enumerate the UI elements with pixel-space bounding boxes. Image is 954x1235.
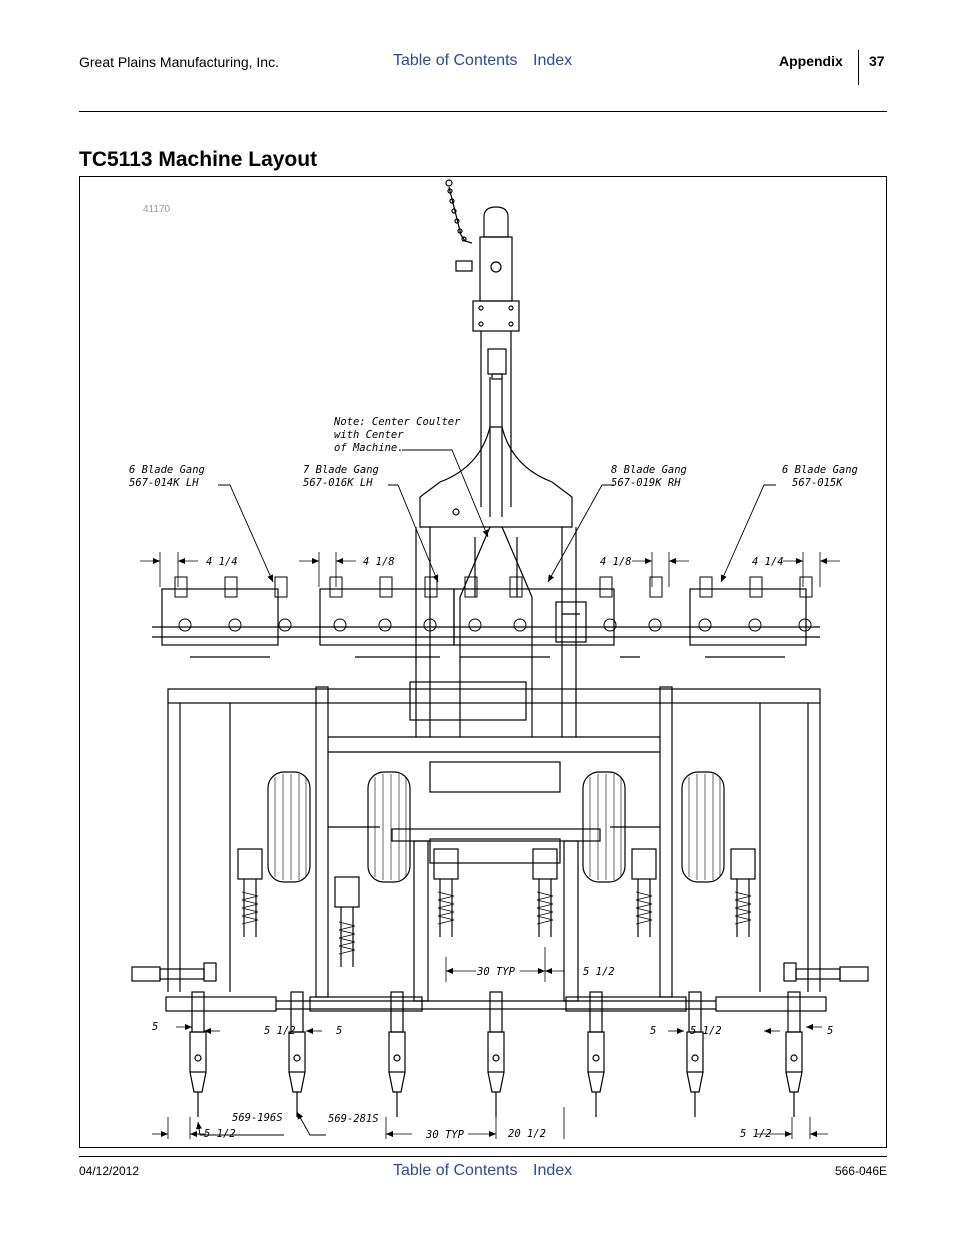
footer-toc-link[interactable]: Table of Contents (393, 1162, 518, 1179)
offset-upper: 5 1/2 (583, 966, 615, 978)
gang-1-part: 567-014K LH (129, 477, 199, 489)
gang-4-spacing: 4 1/4 (752, 556, 784, 568)
dim-left-5: 5 (152, 1021, 158, 1033)
dim-bottom-right-5-half: 5 1/2 (740, 1128, 772, 1140)
row-spacing-labels: 30 TYP 5 1/2 5 5 1/2 5 5 5 1/2 5 5 1/2 3… (152, 966, 833, 1141)
page-title: TC5113 Machine Layout (79, 148, 318, 171)
header-toc-link[interactable]: Table of Contents (393, 52, 518, 69)
company-name: Great Plains Manufacturing, Inc. (79, 54, 279, 70)
note-line-2: with Center (334, 429, 404, 441)
dim-right-5: 5 (827, 1025, 833, 1037)
machine-layout-figure: 41170 (79, 176, 887, 1148)
part-shank-left: 569-196S (232, 1112, 283, 1124)
gang-2-name: 7 Blade Gang (303, 464, 379, 476)
rear-toolbar (131, 962, 869, 1012)
center-offset: 20 1/2 (508, 1128, 546, 1140)
footer-rule (79, 1156, 887, 1157)
gang-3-name: 8 Blade Gang (611, 464, 687, 476)
footer-date: 04/12/2012 (79, 1164, 140, 1178)
gang-spacing-dims (140, 552, 840, 587)
gang-3-part: 567-019K RH (611, 477, 681, 489)
gang-3-spacing: 4 1/8 (600, 556, 632, 568)
row-spacing-upper: 30 TYP (476, 966, 516, 978)
tongue-hitch (455, 206, 520, 380)
transport-wheels (267, 771, 725, 883)
gang-4-part: 567-015K (792, 477, 843, 489)
hitch-chain (445, 179, 473, 244)
dim-right-inner-5: 5 (650, 1025, 656, 1037)
dim-right-5-half: 5 1/2 (690, 1025, 722, 1037)
note-line-3: of Machine. (334, 442, 404, 454)
footer-doc-number: 566-046E (834, 1164, 887, 1178)
row-spacing-lower: 30 TYP (425, 1129, 465, 1141)
note-line-1: Note: Center Coulter (333, 416, 461, 428)
coulter-gangs (152, 576, 820, 658)
page-number: 37 (869, 53, 885, 69)
dim-left-inner-5: 5 (336, 1025, 342, 1037)
gang-1-spacing: 4 1/4 (206, 556, 238, 568)
spring-shank-assemblies (237, 848, 756, 967)
leader-lines (196, 449, 776, 1136)
rear-shanks (189, 991, 803, 1117)
header-rule (79, 111, 887, 112)
dim-left-5-half: 5 1/2 (264, 1025, 296, 1037)
section-name: Appendix (779, 53, 843, 69)
gang-4-name: 6 Blade Gang (782, 464, 858, 476)
header-divider (858, 50, 859, 85)
note-callout: Note: Center Coulter with Center of Mach… (333, 416, 461, 454)
figure-id: 41170 (143, 204, 171, 215)
row-spacing-dims (152, 947, 828, 1139)
part-shank-center: 569-281S (328, 1113, 379, 1125)
gang-2-spacing: 4 1/8 (363, 556, 395, 568)
machine-outline (131, 179, 869, 1117)
footer-index-link[interactable]: Index (533, 1162, 573, 1179)
gang-2-part: 567-016K LH (303, 477, 373, 489)
main-frame (167, 681, 821, 1002)
gang-spacing-labels: 4 1/4 4 1/8 4 1/8 4 1/4 (206, 556, 784, 568)
gang-labels: 6 Blade Gang 567-014K LH 7 Blade Gang 56… (129, 464, 858, 489)
gang-1-name: 6 Blade Gang (129, 464, 205, 476)
header-index-link[interactable]: Index (533, 52, 573, 69)
machine-layout-drawing: 41170 (129, 179, 869, 1141)
dim-bottom-left-5-half: 5 1/2 (204, 1128, 236, 1140)
